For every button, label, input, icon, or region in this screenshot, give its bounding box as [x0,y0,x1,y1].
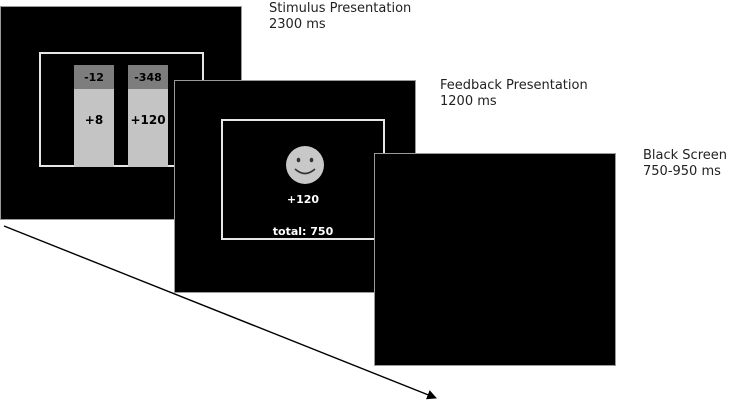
option-right-gain: +120 [130,113,166,127]
feedback-total: total: 750 [272,225,334,238]
black-screen-label: Black Screen 750-950 ms [643,148,727,180]
option-right-loss: -348 [128,65,168,89]
feedback-duration: 1200 ms [440,94,497,109]
black-screen [374,153,616,366]
feedback-title: Feedback Presentation [440,78,588,93]
stimulus-title: Stimulus Presentation [269,1,412,16]
feedback-points: +120 [286,193,320,206]
option-right: -348 +120 [128,65,168,167]
stimulus-duration: 2300 ms [269,17,326,32]
option-left: -12 +8 [74,65,114,167]
option-left-loss: -12 [74,65,114,89]
feedback-label: Feedback Presentation 1200 ms [440,78,588,110]
stimulus-label: Stimulus Presentation 2300 ms [269,1,411,33]
option-left-gain: +8 [84,113,104,127]
feedback-frame: +120 total: 750 [221,119,385,240]
black-screen-duration: 750-950 ms [643,164,721,179]
black-screen-title: Black Screen [643,148,727,163]
stimulus-frame: -12 +8 -348 +120 [39,52,204,167]
smiley-face-icon [286,146,324,184]
